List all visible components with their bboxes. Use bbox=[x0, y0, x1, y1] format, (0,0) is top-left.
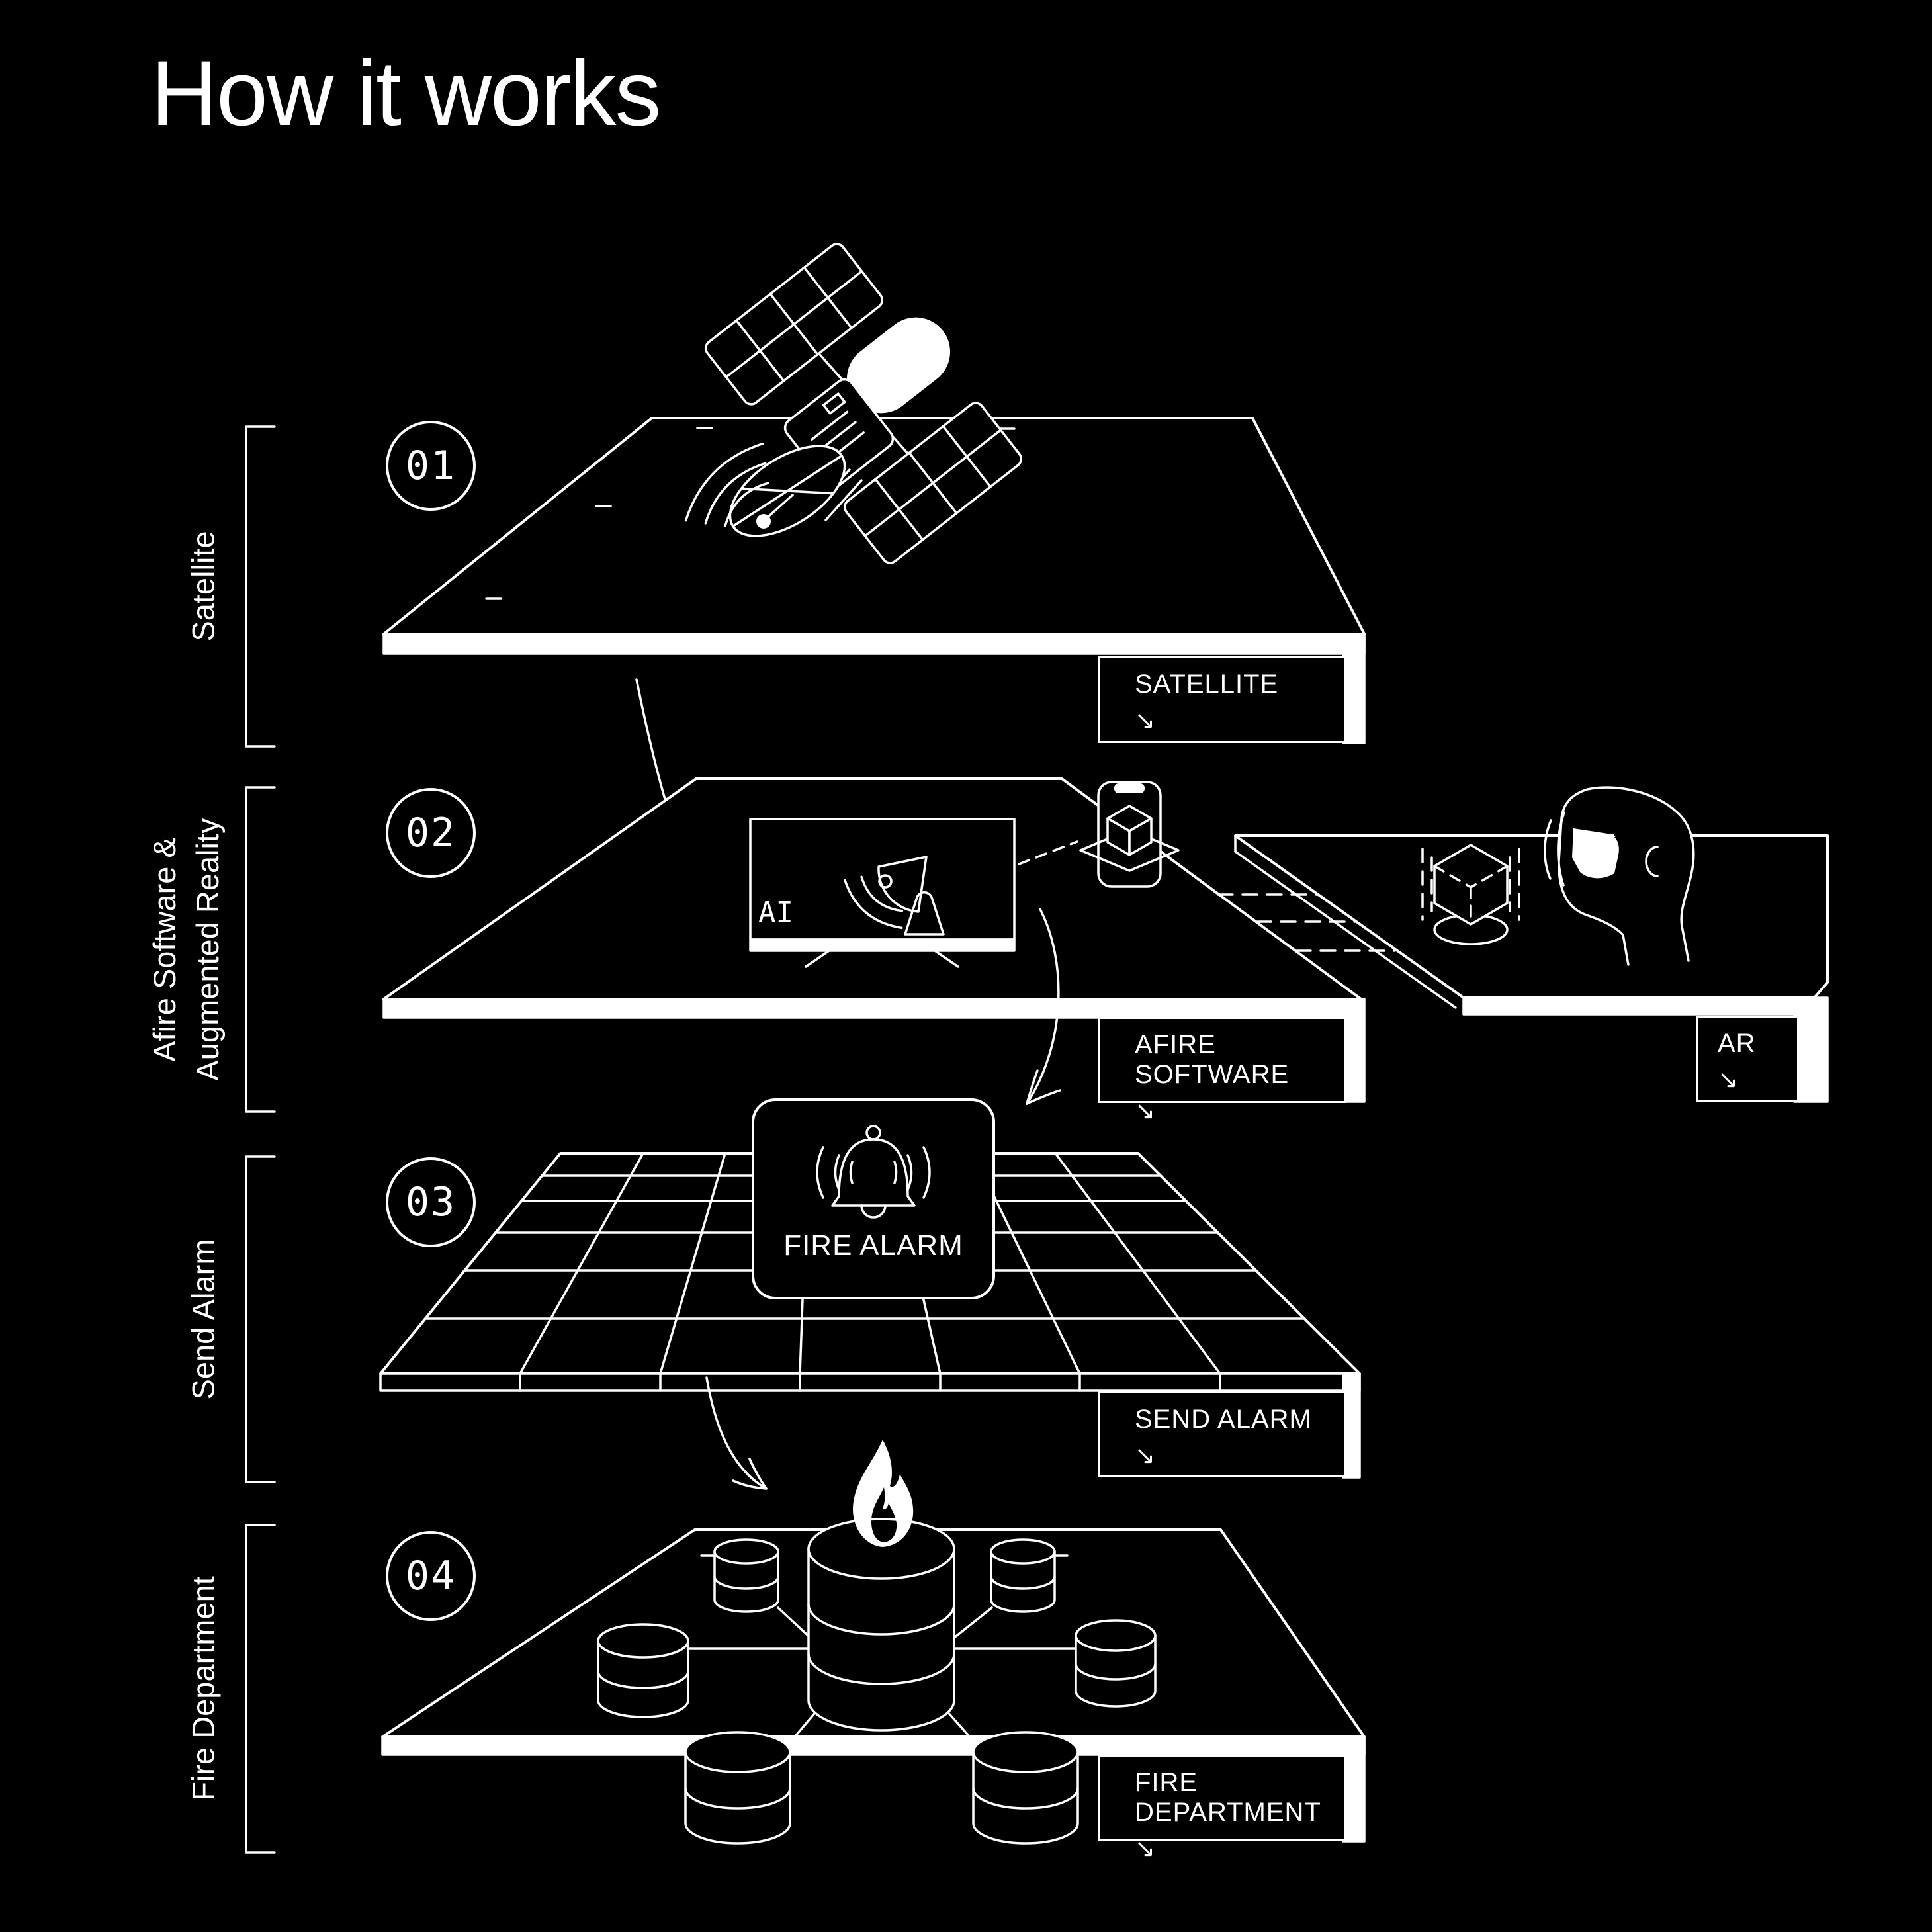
diagonal-arrow-icon: ↘ bbox=[1135, 1441, 1156, 1470]
page-title: How it works bbox=[151, 41, 661, 145]
side-label-fire-department: Fire Department bbox=[185, 1576, 221, 1801]
step-number-badge-2: 02 bbox=[386, 788, 476, 878]
diagonal-arrow-icon: ↘ bbox=[1718, 1065, 1739, 1094]
diagonal-arrow-icon: ↘ bbox=[1135, 1834, 1156, 1863]
burning-database-cylinder bbox=[807, 1440, 955, 1732]
database-cylinder bbox=[684, 1731, 791, 1845]
bracket-step-2 bbox=[245, 786, 276, 1113]
side-label-satellite: Satellite bbox=[185, 531, 221, 642]
satellite-dish-icon bbox=[684, 442, 863, 537]
bracket-step-4 bbox=[245, 1524, 276, 1854]
fire-alarm-card-label: FIRE ALARM bbox=[783, 1229, 963, 1262]
database-cylinder bbox=[597, 1623, 689, 1718]
monitor-ai-label: AI bbox=[758, 896, 793, 930]
database-cylinder bbox=[1075, 1619, 1157, 1708]
person-ar-headset-icon bbox=[1544, 786, 1695, 966]
phone-cube-icon bbox=[1106, 805, 1153, 856]
step-number: 04 bbox=[405, 1553, 457, 1599]
screen-dish-icon bbox=[844, 856, 945, 936]
tag-afire-software[interactable]: AFIRE SOFTWARE ↘ bbox=[1098, 1017, 1346, 1125]
database-cylinder bbox=[990, 1538, 1056, 1613]
database-network-icon bbox=[597, 1440, 1157, 1845]
beam-to-ar-plane bbox=[1217, 834, 1457, 1009]
ar-cube-icon bbox=[1421, 844, 1520, 945]
diagonal-arrow-icon: ↘ bbox=[1135, 706, 1156, 734]
smartphone-icon bbox=[1018, 781, 1180, 888]
step-number: 02 bbox=[405, 810, 457, 856]
bell-icon bbox=[816, 1125, 931, 1219]
ar-headset-visor bbox=[1572, 828, 1619, 879]
database-cylinder bbox=[972, 1731, 1079, 1845]
monitor-icon bbox=[749, 818, 1016, 968]
satellite-icon bbox=[684, 243, 1023, 564]
signal-waves-icon bbox=[684, 442, 769, 527]
tag-satellite[interactable]: SATELLITE ↘ bbox=[1098, 656, 1346, 743]
bracket-step-1 bbox=[245, 425, 276, 748]
side-label-send-alarm: Send Alarm bbox=[185, 1239, 221, 1400]
plane-tick-marks bbox=[485, 427, 1016, 600]
diagonal-arrow-icon: ↘ bbox=[1135, 1096, 1156, 1125]
grid-plane-thickness bbox=[379, 1372, 1361, 1392]
fire-alarm-card bbox=[752, 1098, 995, 1299]
database-cylinder bbox=[713, 1538, 779, 1613]
satellite-capsule bbox=[846, 317, 951, 414]
bracket-step-3 bbox=[245, 1155, 276, 1483]
step-brackets bbox=[245, 425, 276, 1854]
tag-send-alarm[interactable]: SEND ALARM ↘ bbox=[1098, 1391, 1346, 1477]
side-label-afire-software: Afire Software & Augmented Reality bbox=[147, 818, 225, 1081]
step-number: 03 bbox=[405, 1179, 457, 1225]
tag-fire-department[interactable]: FIRE DEPARTMENT ↘ bbox=[1098, 1755, 1346, 1863]
step-number: 01 bbox=[405, 443, 457, 489]
step-number-badge-1: 01 bbox=[386, 421, 476, 511]
curved-arrow-step2-to-step3 bbox=[1026, 908, 1061, 1105]
tag-ar[interactable]: AR ↘ bbox=[1696, 1016, 1799, 1102]
step-number-badge-4: 04 bbox=[386, 1531, 476, 1621]
flame-icon bbox=[853, 1440, 914, 1547]
step-number-badge-3: 03 bbox=[386, 1157, 476, 1247]
curved-arrow-step3-to-step4 bbox=[705, 1376, 768, 1490]
